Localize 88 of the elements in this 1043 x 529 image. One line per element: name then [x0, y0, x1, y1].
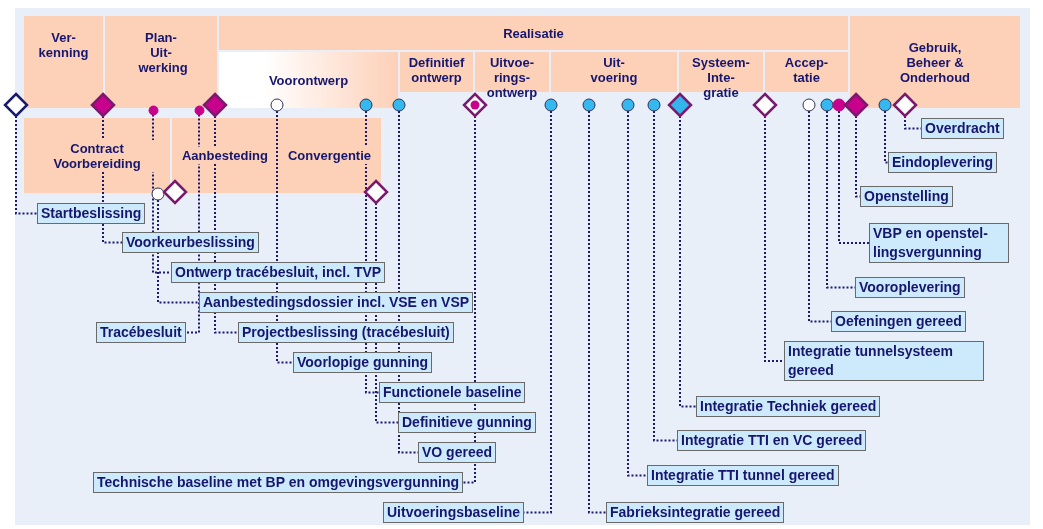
phase-label: Aanbesteding [181, 147, 269, 164]
phase-box [219, 16, 848, 50]
milestone-label: Oefeningen gereed [831, 311, 966, 332]
leader-line [523, 110, 552, 514]
phase-box [765, 52, 848, 92]
phase-label: Systeem- Inte- gratie [691, 55, 751, 100]
milestone-dot [877, 97, 893, 113]
milestone-label: Uitvoeringsbaseline [383, 502, 525, 523]
phase-box [850, 16, 1020, 108]
milestone-label: Integratie TTI en VC gereed [677, 430, 867, 451]
leader-line [365, 110, 380, 394]
milestone-label: Overdracht [921, 118, 1004, 139]
milestone-diamond [667, 92, 693, 118]
leader-line [588, 110, 607, 514]
leader-line [462, 115, 476, 484]
milestone-label: Voorlopige gunning [293, 352, 433, 373]
milestone-label: Aanbestedingsdossier incl. VSE en VSP [199, 292, 474, 313]
milestone-label: Eindoplevering [888, 152, 998, 173]
milestone-label: Functionele baseline [379, 382, 526, 403]
phase-label: Ver- kenning [37, 30, 90, 60]
phase-label: Definitief ontwerp [407, 55, 466, 85]
milestone-dot [269, 97, 285, 113]
milestone-dot [801, 97, 817, 113]
milestone-label: Openstelling [860, 186, 953, 207]
milestone-diamond [843, 92, 869, 118]
milestone-diamond [752, 92, 778, 118]
leader-line [157, 199, 200, 304]
phase-box [219, 52, 398, 108]
milestone-label: Startbeslissing [37, 203, 146, 224]
milestone-label: Definitieve gunning [398, 412, 536, 433]
milestone-diamond [892, 92, 918, 118]
milestone-dot [358, 97, 374, 113]
milestone-diamond [462, 92, 488, 118]
leader-line [152, 113, 172, 274]
milestone-label: Tracébesluit [96, 322, 186, 343]
phase-label: Accep- tatie [783, 55, 830, 85]
phase-box [24, 16, 103, 108]
milestone-label: Technische baseline met BP en omgevingsvergunning [93, 472, 464, 493]
milestone-dot [620, 97, 636, 113]
phase-label: Gebruik, Beheer & Onderhoud [898, 39, 971, 85]
phase-box [551, 52, 677, 92]
leader-line [884, 110, 889, 164]
milestone-dot [646, 97, 662, 113]
milestone-dot [581, 97, 597, 113]
milestone-dot [391, 97, 407, 113]
milestone-label: Fabrieksintegratie gereed [606, 502, 785, 523]
phase-label: Voorontwerp [268, 72, 349, 88]
phase-box [172, 118, 381, 193]
leader-line [398, 110, 419, 454]
leader-line [276, 110, 294, 364]
leader-line [808, 110, 832, 323]
leader-line [184, 113, 200, 334]
leader-line [375, 202, 399, 424]
milestone-dot [831, 97, 847, 113]
milestone-label: Integratie tunnelsysteem gereed [784, 341, 984, 381]
milestone-label: VO gereed [418, 442, 497, 463]
phase-label: Realisatie [503, 25, 564, 41]
leader-line [855, 115, 861, 198]
phase-box [105, 16, 217, 108]
leader-line [904, 115, 922, 130]
milestone-label: Integratie Techniek gereed [696, 396, 881, 417]
leader-line [15, 115, 38, 215]
milestone-label: VBP en openstel- lingsvergunning [869, 223, 1009, 263]
phase-box [400, 52, 473, 92]
milestone-diamond [363, 179, 389, 205]
milestone-label: Ontwerp tracébesluit, incl. TVP [171, 262, 386, 283]
leader-line [214, 115, 239, 334]
phase-label: Convergentie [286, 147, 372, 164]
milestone-label: Vooroplevering [855, 277, 965, 298]
leader-line [653, 110, 678, 442]
leader-line [627, 110, 648, 477]
milestone-diamond [3, 92, 29, 118]
milestone-dot [146, 103, 160, 117]
leader-line [838, 110, 870, 244]
milestone-dot [192, 103, 206, 117]
leader-line [764, 115, 785, 362]
milestone-label: Voorkeurbeslissing [122, 232, 259, 253]
phase-box [24, 118, 170, 193]
milestone-label: Projectbeslissing (tracébesluit) [238, 322, 454, 343]
phase-label: Uit- voering [589, 55, 639, 85]
milestone-dot [150, 186, 166, 202]
leader-line [826, 110, 856, 289]
milestone-label: Integratie TTI tunnel gereed [647, 465, 839, 486]
leader-line [679, 115, 697, 408]
milestone-diamond [162, 179, 188, 205]
milestone-dot [819, 97, 835, 113]
phase-label: Uitvoe- rings- ontwerp [485, 55, 539, 100]
milestone-dot [543, 97, 559, 113]
